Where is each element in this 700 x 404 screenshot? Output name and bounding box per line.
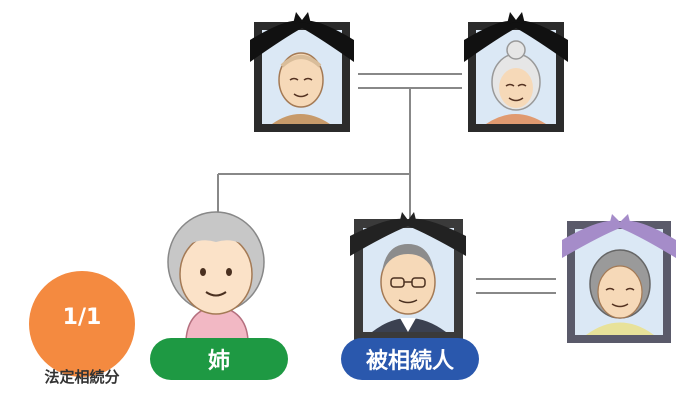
father-portrait: [250, 12, 354, 132]
legal-share-badge: [29, 271, 135, 377]
sister-label: 姉: [150, 338, 288, 380]
spouse-portrait: [562, 214, 676, 343]
mother-portrait: [464, 12, 568, 132]
legal-share-value: 1/1: [62, 305, 102, 330]
sister-figure: [167, 211, 265, 341]
legal-share-caption: 法定相続分: [44, 368, 120, 386]
deceased-label: 被相続人: [341, 338, 479, 380]
connector-lines: [217, 73, 556, 294]
deceased-portrait: [350, 212, 466, 341]
